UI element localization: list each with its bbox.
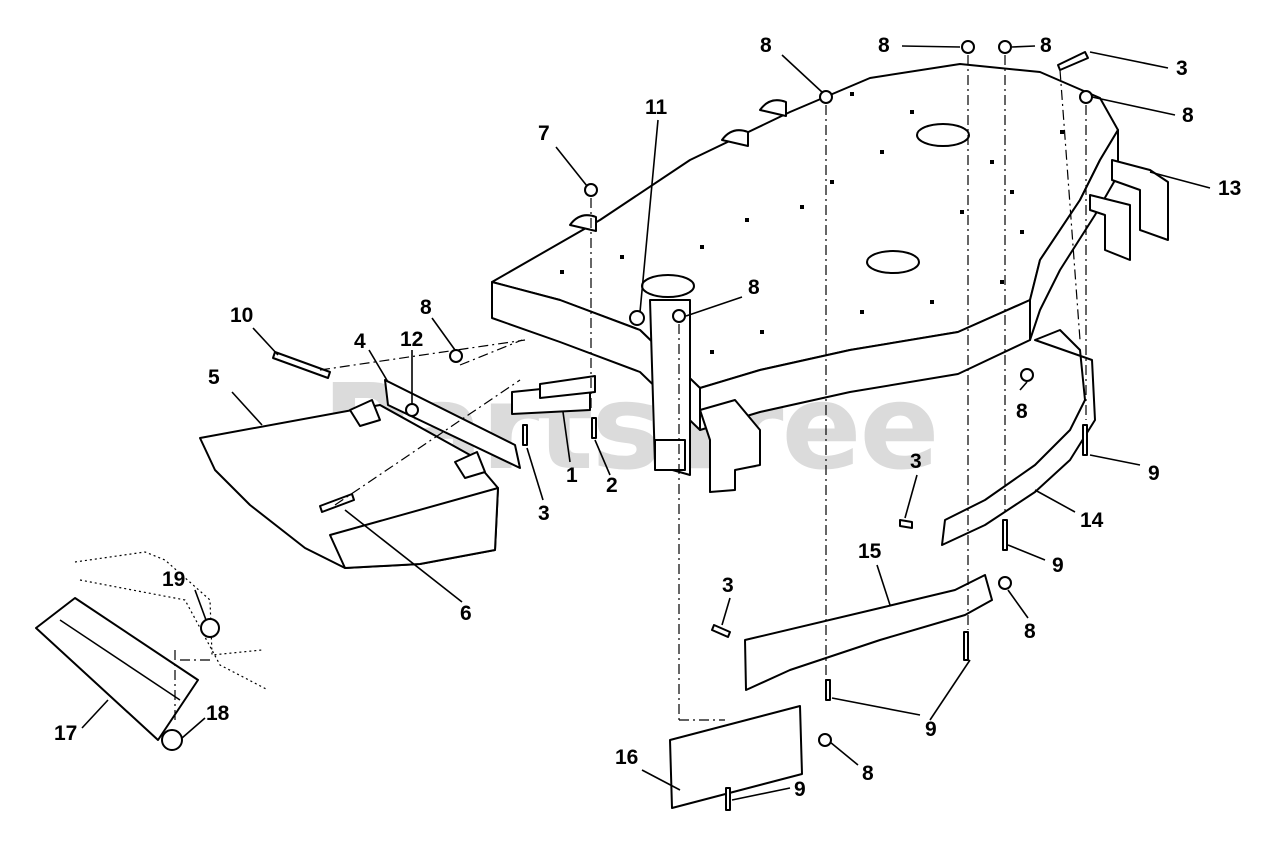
callout-6: 6 [460, 602, 472, 625]
callout-1: 1 [566, 464, 578, 487]
callout-9: 9 [925, 718, 937, 741]
callout-9: 9 [1052, 554, 1064, 577]
callout-8: 8 [420, 296, 432, 319]
callout-8: 8 [1040, 34, 1052, 57]
callout-4: 4 [354, 330, 366, 353]
callout-17: 17 [54, 722, 77, 745]
callout-11: 11 [645, 96, 668, 119]
callout-8: 8 [862, 762, 874, 785]
callout-13: 13 [1218, 177, 1241, 200]
deck-housing [491, 63, 1169, 493]
callout-15: 15 [858, 540, 882, 563]
callout-3: 3 [1176, 57, 1188, 80]
callout-8: 8 [1024, 620, 1036, 643]
callout-12: 12 [400, 328, 423, 351]
callout-8: 8 [760, 34, 772, 57]
callout-7: 7 [538, 122, 550, 145]
callout-8: 8 [1182, 104, 1194, 127]
callout-14: 14 [1080, 509, 1104, 532]
baffle-15 [744, 574, 993, 691]
inset-assembly [35, 551, 269, 751]
callout-10: 10 [230, 304, 253, 327]
leader-lines [81, 45, 1211, 801]
hinge-bracket [349, 379, 521, 479]
callout-8: 8 [748, 276, 760, 299]
callout-2: 2 [606, 474, 618, 497]
callout-3: 3 [538, 502, 550, 525]
callouts: 8 8 8 3 8 13 7 11 8 8 10 4 12 5 6 1 2 3 … [54, 34, 1241, 801]
callout-5: 5 [208, 366, 220, 389]
baffle-16 [669, 705, 803, 809]
callout-9: 9 [1148, 462, 1160, 485]
callout-3: 3 [910, 450, 922, 473]
callout-8: 8 [878, 34, 890, 57]
hardware [272, 40, 1093, 811]
callout-18: 18 [206, 702, 230, 725]
callout-19: 19 [162, 568, 185, 591]
assembly-lines [180, 55, 1087, 721]
callout-8: 8 [1016, 400, 1028, 423]
callout-16: 16 [615, 746, 638, 769]
callout-3: 3 [722, 574, 734, 597]
mount-tab [539, 375, 596, 399]
callout-9: 9 [794, 778, 806, 801]
